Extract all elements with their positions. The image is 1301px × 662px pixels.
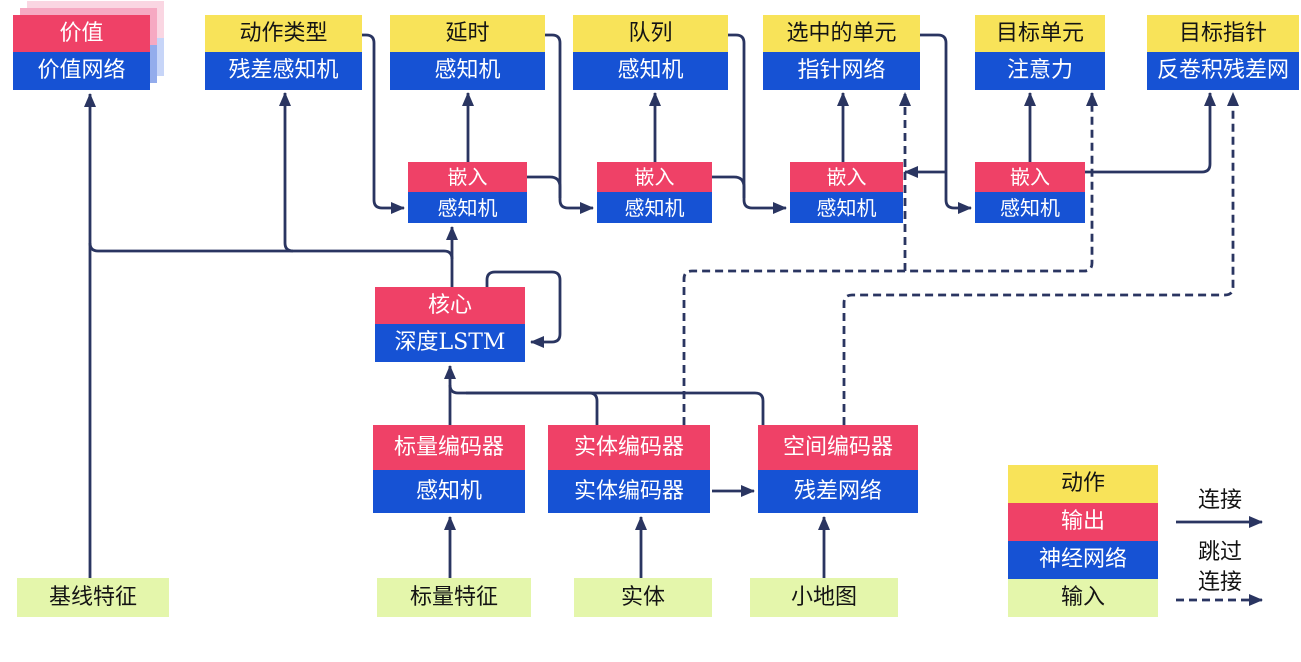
line-entity-encoder-merge [448, 384, 599, 425]
node-entity-encoder-header: 实体编码器 [548, 425, 710, 470]
arrow-delay-to-embed2 [545, 33, 594, 214]
node-core-header: 核心 [375, 287, 525, 324]
legend-input-row: 输入 [1008, 579, 1158, 617]
legend-skip-label-line1: 跳过 [1197, 540, 1242, 565]
node-target-point-body: 反卷积残差网 [1147, 52, 1299, 90]
node-queue-body: 感知机 [573, 52, 728, 90]
dashed-spatial-encoder-to-target-point [842, 92, 1239, 425]
node-entities: 实体 [574, 578, 712, 617]
node-selected-units-body: 指针网络 [763, 52, 920, 90]
node-selected-units: 选中的单元 指针网络 [763, 15, 920, 90]
node-minimap: 小地图 [750, 578, 898, 617]
arrow-branch-to-action-type [279, 92, 294, 253]
legend-action-row: 动作 [1008, 465, 1158, 503]
node-action-type: 动作类型 残差感知机 [205, 15, 362, 90]
node-scalar-encoder-header: 标量编码器 [373, 425, 525, 470]
line-embed2-to-embed3-merge [712, 175, 746, 198]
node-target-point-header: 目标指针 [1147, 15, 1299, 52]
node-entity-encoder-body: 实体编码器 [548, 470, 710, 513]
node-target-unit: 目标单元 注意力 [975, 15, 1105, 90]
node-embed-3: 嵌入 感知机 [790, 162, 903, 223]
node-scalar-features: 标量特征 [377, 578, 531, 617]
legend-skip-label-line2: 连接 [1197, 570, 1242, 595]
node-selected-units-header: 选中的单元 [763, 15, 920, 52]
legend-output-row: 输出 [1008, 503, 1158, 541]
line-spatial-encoder-merge [466, 391, 765, 425]
node-scalar-features-label: 标量特征 [377, 578, 531, 617]
node-target-unit-body: 注意力 [975, 52, 1105, 90]
node-delay: 延时 感知机 [390, 15, 545, 90]
node-value-body: 价值网络 [13, 52, 150, 90]
dashed-entity-encoder-to-target-unit [682, 92, 1098, 425]
node-minimap-label: 小地图 [750, 578, 898, 617]
node-value: 价值 价值网络 [13, 15, 150, 90]
arrow-action-type-to-embed1 [362, 33, 405, 214]
node-queue-header: 队列 [573, 15, 728, 52]
node-baseline-features-label: 基线特征 [17, 578, 169, 617]
legend-color-stack: 动作 输出 神经网络 输入 [1008, 465, 1158, 617]
node-action-type-header: 动作类型 [205, 15, 362, 52]
node-target-unit-header: 目标单元 [975, 15, 1105, 52]
node-embed-1: 嵌入 感知机 [408, 162, 527, 223]
node-value-header: 价值 [13, 15, 150, 52]
node-embed-2-header: 嵌入 [597, 162, 712, 192]
arrow-queue-to-embed3 [728, 33, 787, 214]
node-spatial-encoder: 空间编码器 残差网络 [758, 425, 918, 513]
line-embed1-to-embed2-merge [527, 175, 562, 198]
node-scalar-encoder-body: 感知机 [373, 470, 525, 513]
node-embed-3-body: 感知机 [790, 192, 903, 223]
node-spatial-encoder-body: 残差网络 [758, 470, 918, 513]
arrow-embed4-to-target-point [1085, 92, 1216, 174]
legend-solid-label: 连接 [1197, 488, 1242, 513]
node-baseline-features: 基线特征 [17, 578, 169, 617]
arrow-selected-units-to-embed4 [920, 33, 972, 214]
node-action-type-body: 残差感知机 [205, 52, 362, 90]
node-embed-4-header: 嵌入 [975, 162, 1085, 192]
node-embed-3-header: 嵌入 [790, 162, 903, 192]
node-embed-2-body: 感知机 [597, 192, 712, 223]
node-embed-2: 嵌入 感知机 [597, 162, 712, 223]
node-core-body: 深度LSTM [375, 324, 525, 362]
node-queue: 队列 感知机 [573, 15, 728, 90]
legend-network-row: 神经网络 [1008, 541, 1158, 579]
node-entities-label: 实体 [574, 578, 712, 617]
node-scalar-encoder: 标量编码器 感知机 [373, 425, 525, 513]
node-embed-4: 嵌入 感知机 [975, 162, 1085, 223]
node-embed-4-body: 感知机 [975, 192, 1085, 223]
arrow-core-self-loop [485, 270, 562, 348]
node-entity-encoder: 实体编码器 实体编码器 [548, 425, 710, 513]
node-embed-1-body: 感知机 [408, 192, 527, 223]
line-core-branch-left [88, 242, 454, 260]
node-target-point: 目标指针 反卷积残差网 [1147, 15, 1299, 90]
node-embed-1-header: 嵌入 [408, 162, 527, 192]
node-delay-header: 延时 [390, 15, 545, 52]
node-delay-body: 感知机 [390, 52, 545, 90]
node-core: 核心 深度LSTM [375, 287, 525, 362]
node-spatial-encoder-header: 空间编码器 [758, 425, 918, 470]
